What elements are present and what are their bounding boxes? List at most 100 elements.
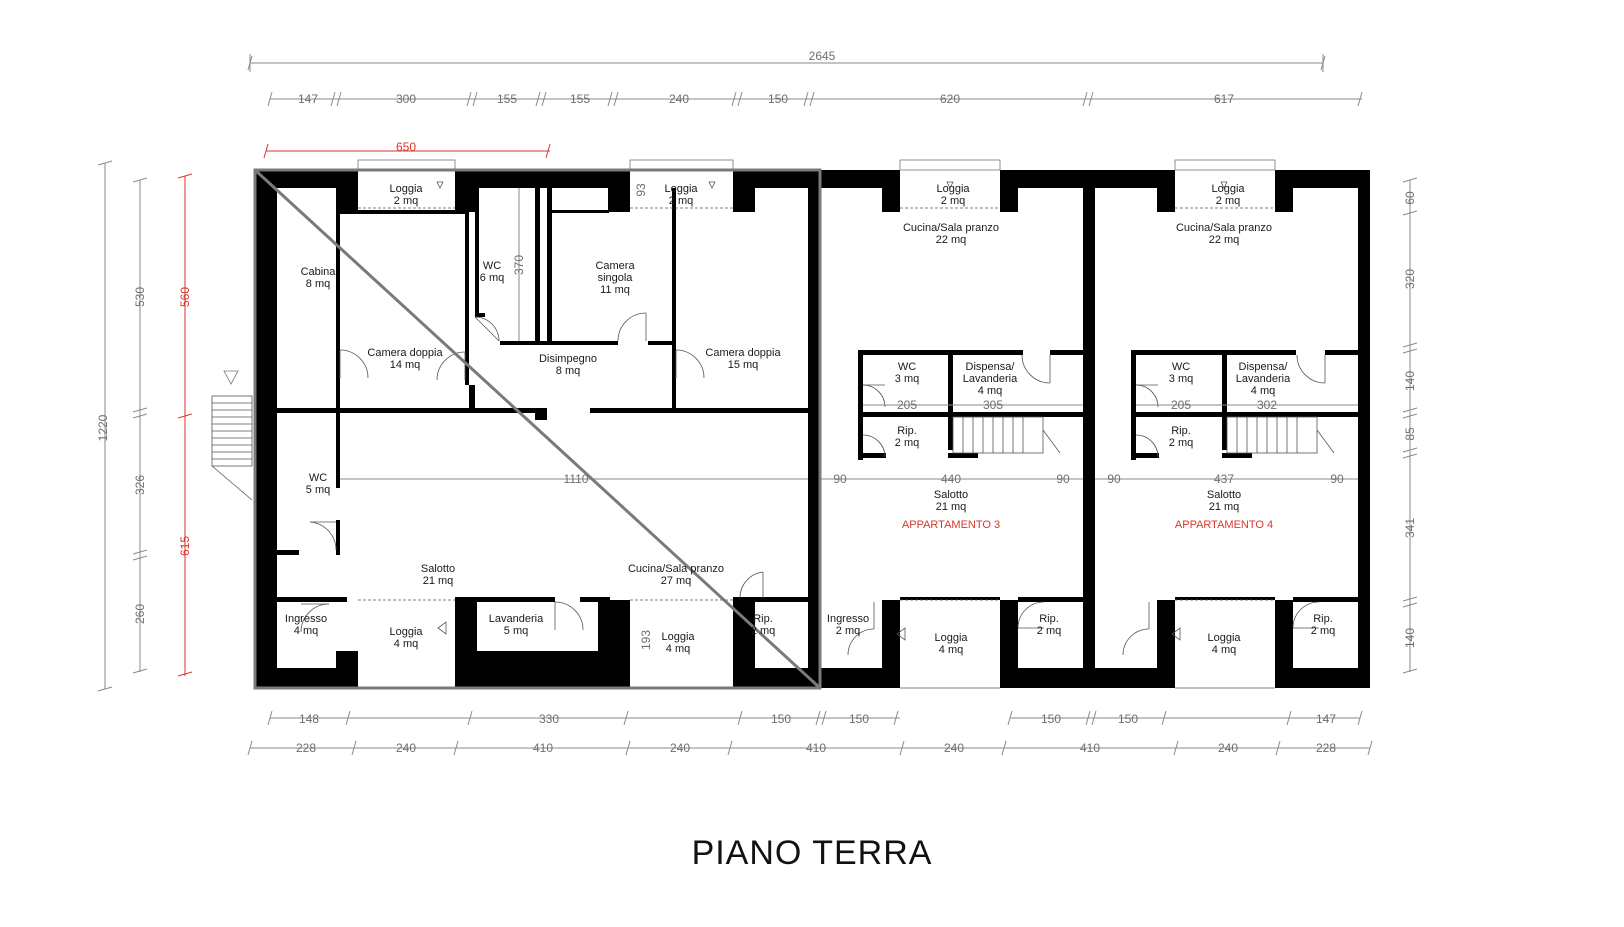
dim-apt1-width: 1110 xyxy=(564,472,589,486)
room-loggia-top-3-area: 2 mq xyxy=(941,195,965,207)
room-dispensa-3-area: 4 mq xyxy=(978,385,1002,397)
dim-left-3: 260 xyxy=(133,604,147,624)
dim-bot1-3: 150 xyxy=(771,712,791,726)
room-rip-4b: Rip. xyxy=(1313,613,1333,625)
room-loggia-3b-area: 4 mq xyxy=(939,644,963,656)
dim-top-1: 147 xyxy=(298,92,318,106)
room-camera-doppia-2-area: 15 mq xyxy=(728,359,759,371)
dim-top-4: 155 xyxy=(570,92,590,106)
dim-loggia-bottom: 193 xyxy=(639,630,653,650)
room-ingresso-a-area: 4 mq xyxy=(294,625,318,637)
room-cucina-4-area: 22 mq xyxy=(1209,234,1240,246)
dim-apt3-side-right: 90 xyxy=(1056,472,1070,486)
dim-apt3-disp: 305 xyxy=(983,398,1003,412)
dim-top-3: 155 xyxy=(497,92,517,106)
room-wc-a1: WC xyxy=(483,260,501,272)
room-loggia-3b: Loggia xyxy=(934,632,968,644)
room-salotto-4-area: 21 mq xyxy=(1209,501,1240,513)
room-loggia-b2-area: 4 mq xyxy=(666,643,690,655)
door-swings xyxy=(300,181,1326,656)
room-cabina: Cabina xyxy=(301,266,337,278)
room-camera-singola-2: singola xyxy=(598,272,634,284)
room-rip-4a: Rip. xyxy=(1171,425,1191,437)
room-loggia-top-1-area: 2 mq xyxy=(394,195,418,207)
dim-bot2-5: 410 xyxy=(806,741,826,755)
room-loggia-top-4-area: 2 mq xyxy=(1216,195,1240,207)
windows xyxy=(357,159,1276,689)
dim-top-total: 2645 xyxy=(809,49,836,63)
room-camera-singola-area: 11 mq xyxy=(600,284,630,296)
room-loggia-top-2: Loggia xyxy=(664,183,698,195)
room-camera-doppia-2: Camera doppia xyxy=(705,347,781,359)
room-loggia-4b-area: 4 mq xyxy=(1212,644,1236,656)
room-camera-singola: Camera xyxy=(595,260,635,272)
dim-top-2: 300 xyxy=(396,92,416,106)
room-loggia-top-4: Loggia xyxy=(1211,183,1245,195)
dim-left-red-1: 560 xyxy=(178,287,192,307)
room-wc-a2: WC xyxy=(309,472,327,484)
room-ingresso-3-area: 2 mq xyxy=(836,625,860,637)
dim-bot2-7: 410 xyxy=(1080,741,1100,755)
room-wc-3: WC xyxy=(898,361,916,373)
room-rip-a-area: 2 mq xyxy=(751,625,775,637)
room-loggia-b1-area: 4 mq xyxy=(394,638,418,650)
apartment-4-label: APPARTAMENTO 4 xyxy=(1175,519,1273,531)
walls-apartment-4 xyxy=(1095,170,1370,688)
room-rip-a: Rip. xyxy=(753,613,773,625)
room-wc-a2-area: 5 mq xyxy=(306,484,330,496)
room-dispensa-4-2: Lavanderia xyxy=(1236,373,1291,385)
room-wc-4: WC xyxy=(1172,361,1190,373)
room-cucina-3-area: 22 mq xyxy=(936,234,967,246)
room-camera-doppia-1-area: 14 mq xyxy=(390,359,421,371)
room-cucina-a-area: 27 mq xyxy=(661,575,692,587)
room-dispensa-4-area: 4 mq xyxy=(1251,385,1275,397)
dim-bot1-1: 148 xyxy=(299,712,319,726)
room-rip-3b-area: 2 mq xyxy=(1037,625,1061,637)
room-salotto-3-area: 21 mq xyxy=(936,501,967,513)
dim-bot1-6: 150 xyxy=(1118,712,1138,726)
room-camera-doppia-1: Camera doppia xyxy=(367,347,443,359)
room-cucina-4: Cucina/Sala pranzo xyxy=(1176,222,1272,234)
dimension-lines: 2645 147 300 155 155 240 150 620 617 650 xyxy=(96,49,1418,756)
dim-apt4-side-left: 90 xyxy=(1107,472,1121,486)
dim-bot2-9: 228 xyxy=(1316,741,1336,755)
dim-apt4-side-right: 90 xyxy=(1330,472,1344,486)
inner-dimensions: 370 93 193 1110 205 305 90 440 90 205 30… xyxy=(340,183,1358,650)
dim-bot1-5: 150 xyxy=(1041,712,1061,726)
room-salotto-4: Salotto xyxy=(1207,489,1241,501)
dim-bot2-3: 410 xyxy=(533,741,553,755)
dim-right-2: 320 xyxy=(1403,269,1417,289)
room-salotto-a: Salotto xyxy=(421,563,455,575)
room-cucina-a: Cucina/Sala pranzo xyxy=(628,563,724,575)
dim-bot1-2: 330 xyxy=(539,712,559,726)
dim-bot2-1: 228 xyxy=(296,741,316,755)
room-dispensa-3: Dispensa/ xyxy=(966,361,1016,373)
dim-bot2-2: 240 xyxy=(396,741,416,755)
dim-left-total: 1220 xyxy=(96,414,110,441)
dim-apt3-wc: 205 xyxy=(897,398,917,412)
room-ingresso-a: Ingresso xyxy=(285,613,327,625)
dim-right-1: 60 xyxy=(1403,191,1417,205)
dim-right-3: 140 xyxy=(1403,371,1417,391)
dim-left-2: 326 xyxy=(133,475,147,495)
dim-left-red-2: 615 xyxy=(178,536,192,556)
room-rip-3a-area: 2 mq xyxy=(895,437,919,449)
dim-left-1: 530 xyxy=(133,287,147,307)
room-wc-a1-area: 6 mq xyxy=(480,272,504,284)
dim-red-top: 650 xyxy=(396,140,416,154)
dim-bot1-4: 150 xyxy=(849,712,869,726)
room-loggia-top-3: Loggia xyxy=(936,183,970,195)
room-cucina-3: Cucina/Sala pranzo xyxy=(903,222,999,234)
dim-top-6: 150 xyxy=(768,92,788,106)
dim-apt4-wc: 205 xyxy=(1171,398,1191,412)
crossed-out-frame xyxy=(253,168,822,690)
dim-bot2-6: 240 xyxy=(944,741,964,755)
room-wc-4-area: 3 mq xyxy=(1169,373,1193,385)
room-salotto-3: Salotto xyxy=(934,489,968,501)
exterior-stair xyxy=(211,370,253,501)
dim-right-4: 85 xyxy=(1403,427,1417,441)
dim-top-8: 617 xyxy=(1214,92,1234,106)
dim-loggia-depth: 93 xyxy=(634,183,648,197)
interior-stairs xyxy=(952,416,1335,454)
